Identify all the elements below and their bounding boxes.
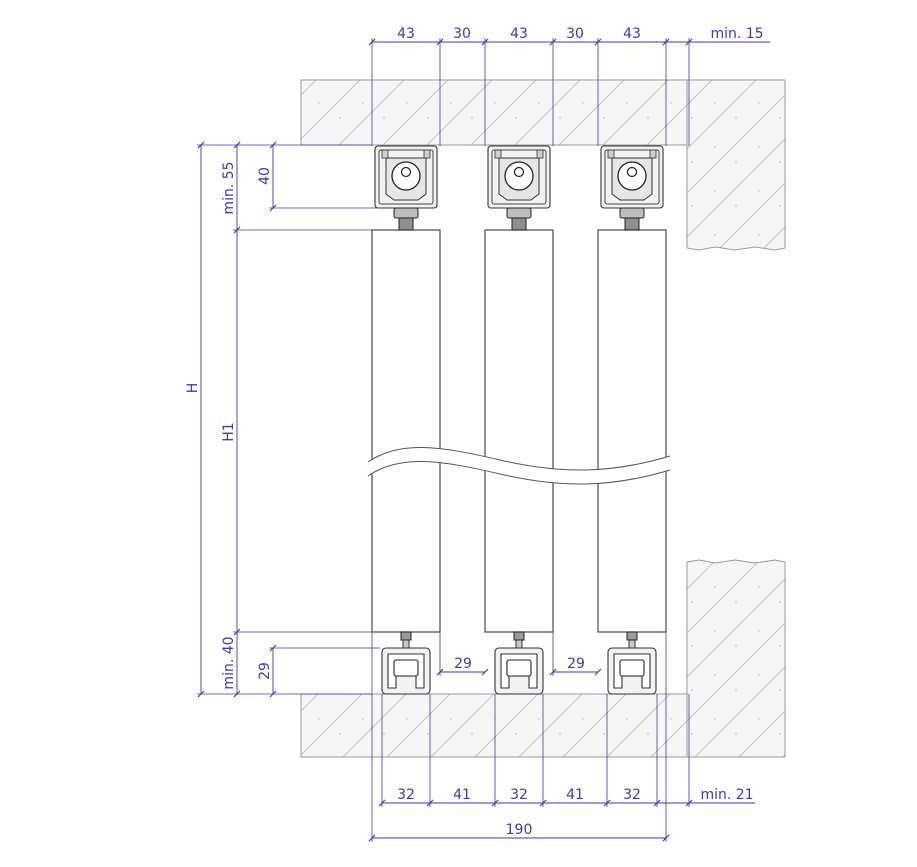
- door-panel-2: [484, 229, 554, 633]
- right-wall-upper: [686, 79, 786, 251]
- dim-bottom-space-2: 41: [566, 787, 584, 803]
- dim-bottom-space-1: 41: [453, 787, 471, 803]
- floor-block: [300, 693, 688, 758]
- dim-bottom-guide-1: 32: [397, 787, 415, 803]
- bottom-guide-1: [381, 631, 431, 695]
- dim-total-height: H: [185, 383, 201, 394]
- dim-top-gap-2: 30: [566, 26, 584, 42]
- dim-track-height: 40: [257, 167, 273, 185]
- dim-top-gap-1: 30: [453, 26, 471, 42]
- dim-bottom-guide-2: 32: [510, 787, 528, 803]
- dim-top-profile-1: 43: [397, 26, 415, 42]
- inner-dimension-lines: [436, 632, 602, 676]
- dim-top-wall-clearance: min. 15: [710, 26, 763, 42]
- door-panel-1: [371, 229, 441, 633]
- dim-bottom-wall-clearance: min. 21: [700, 787, 753, 803]
- ceiling-block: [300, 79, 688, 146]
- bottom-dimension-lines: [368, 632, 755, 842]
- door-panel-3: [597, 229, 667, 633]
- right-wall-lower: [686, 559, 786, 758]
- bottom-guide-2: [494, 631, 544, 695]
- dim-top-profile-3: 43: [623, 26, 641, 42]
- dim-panel-height: H1: [221, 422, 237, 441]
- left-dimension-lines: [197, 141, 380, 698]
- top-track-1: [374, 145, 438, 231]
- panel-break-line: [367, 447, 671, 485]
- dim-bottom-guide-3: 32: [623, 787, 641, 803]
- dim-top-clearance: min. 55: [221, 161, 237, 214]
- dim-overall-width: 190: [506, 822, 533, 838]
- top-dimension-lines: [368, 38, 770, 146]
- bottom-guide-3: [607, 631, 657, 695]
- dim-top-profile-2: 43: [510, 26, 528, 42]
- dim-guide-height: 29: [257, 662, 273, 680]
- dim-inner-gap-b: 29: [567, 656, 585, 672]
- top-track-3: [600, 145, 664, 231]
- dim-inner-gap-a: 29: [454, 656, 472, 672]
- top-track-2: [487, 145, 551, 231]
- dim-bottom-clearance: min. 40: [221, 636, 237, 689]
